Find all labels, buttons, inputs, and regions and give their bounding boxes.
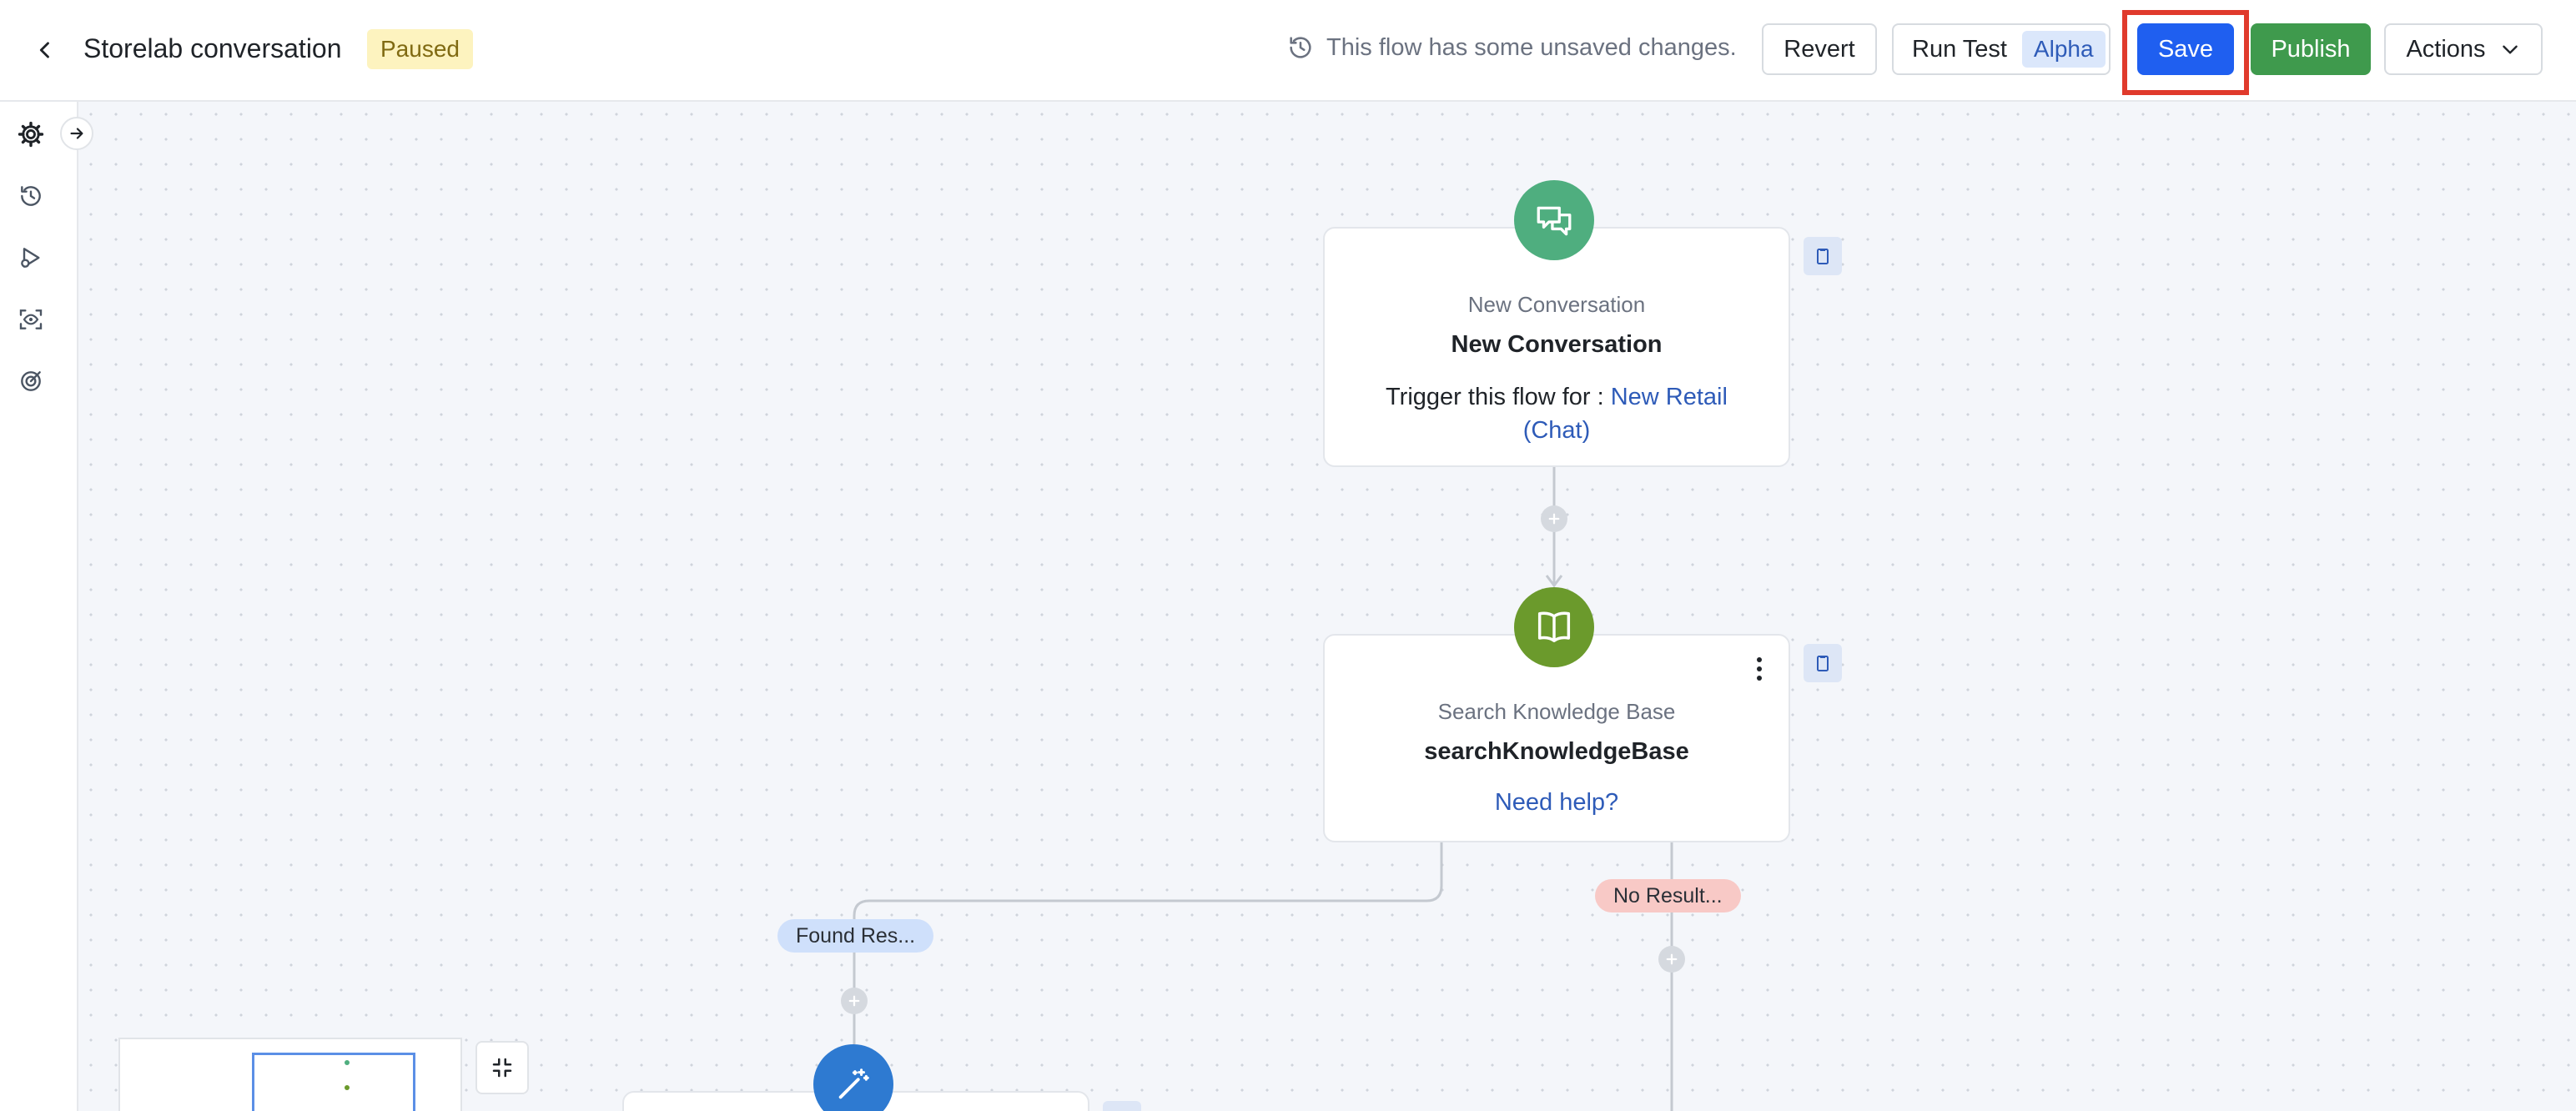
ai-node-icon: [813, 1044, 893, 1111]
chevron-down-icon: [2502, 45, 2518, 54]
top-bar: Storelab conversation Paused This flow h…: [0, 0, 2576, 102]
node-name: New Conversation: [1451, 331, 1663, 358]
actions-label: Actions: [2406, 35, 2486, 63]
run-flow-button[interactable]: [15, 242, 47, 274]
history-icon: [1290, 37, 1311, 58]
history-icon: [21, 186, 41, 206]
goals-button[interactable]: [15, 365, 47, 397]
preview-button[interactable]: [15, 304, 47, 335]
run-test-button[interactable]: Run Test Alpha: [1892, 23, 2111, 75]
revert-button[interactable]: Revert: [1762, 23, 1877, 75]
history-button[interactable]: [15, 180, 47, 212]
fit-view-button[interactable]: [475, 1041, 529, 1094]
note-tag-button[interactable]: [1804, 644, 1842, 682]
node-type-label: Search Knowledge Base: [1437, 699, 1676, 724]
run-test-label: Run Test: [1912, 35, 2007, 63]
settings-button[interactable]: [15, 118, 47, 150]
back-button[interactable]: [25, 30, 65, 70]
trigger-description: Trigger this flow for : New Retail (Chat…: [1325, 380, 1789, 447]
chat-bubbles-icon: [1537, 206, 1572, 236]
expand-panel-button[interactable]: [60, 117, 93, 150]
unsaved-changes-text: This flow has some unsaved changes.: [1326, 33, 1737, 61]
flow-title: Storelab conversation: [83, 33, 342, 63]
note-tag-button[interactable]: [1103, 1101, 1141, 1111]
status-badge: Paused: [367, 29, 473, 69]
trigger-node[interactable]: New Conversation New Conversation Trigge…: [1323, 227, 1790, 467]
flow-canvas[interactable]: New Conversation New Conversation Trigge…: [78, 102, 2576, 1111]
node-type-label: New Conversation: [1467, 292, 1646, 317]
add-step-button[interactable]: [841, 988, 868, 1014]
clipboard-icon: [1817, 249, 1829, 264]
search-node-icon: [1514, 587, 1594, 667]
left-toolbar: [0, 102, 78, 1111]
trigger-prefix: Trigger this flow for :: [1386, 384, 1604, 410]
unsaved-changes-notice: This flow has some unsaved changes.: [1286, 33, 1737, 62]
gear-icon: [18, 121, 44, 148]
add-step-button[interactable]: [1658, 946, 1685, 973]
no-results-branch[interactable]: No Result...: [1595, 879, 1741, 912]
preview-icon: [19, 309, 43, 329]
clipboard-icon: [1817, 656, 1829, 671]
alpha-badge: Alpha: [2021, 31, 2106, 68]
plus-icon: [1548, 513, 1560, 525]
target-icon: [21, 371, 41, 391]
save-button[interactable]: Save: [2137, 23, 2234, 75]
publish-button[interactable]: Publish: [2251, 23, 2371, 75]
node-menu-button[interactable]: [1747, 652, 1772, 686]
plus-icon: [848, 995, 860, 1007]
magic-wand-icon: [838, 1068, 869, 1099]
note-tag-button[interactable]: [1804, 237, 1842, 275]
book-icon: [1537, 611, 1571, 642]
found-results-branch[interactable]: Found Res...: [777, 919, 934, 953]
kebab-menu-icon: [1757, 657, 1762, 681]
search-knowledge-base-node[interactable]: Search Knowledge Base searchKnowledgeBas…: [1323, 634, 1790, 842]
arrow-right-icon: [70, 128, 83, 139]
actions-dropdown[interactable]: Actions: [2384, 23, 2543, 75]
trigger-node-icon: [1514, 180, 1594, 260]
need-help-link[interactable]: Need help?: [1494, 789, 1619, 816]
minimap[interactable]: [118, 1038, 462, 1111]
chevron-left-icon: [39, 42, 49, 58]
plus-icon: [1666, 953, 1678, 965]
collapse-icon: [492, 1058, 512, 1078]
trigger-channel-link[interactable]: New Retail (Chat): [1522, 384, 1728, 444]
save-highlight-box: [2122, 10, 2249, 95]
add-step-button[interactable]: [1541, 505, 1567, 532]
node-name: searchKnowledgeBase: [1424, 738, 1689, 765]
minimap-viewport[interactable]: [252, 1053, 415, 1111]
run-flow-icon: [21, 248, 40, 268]
